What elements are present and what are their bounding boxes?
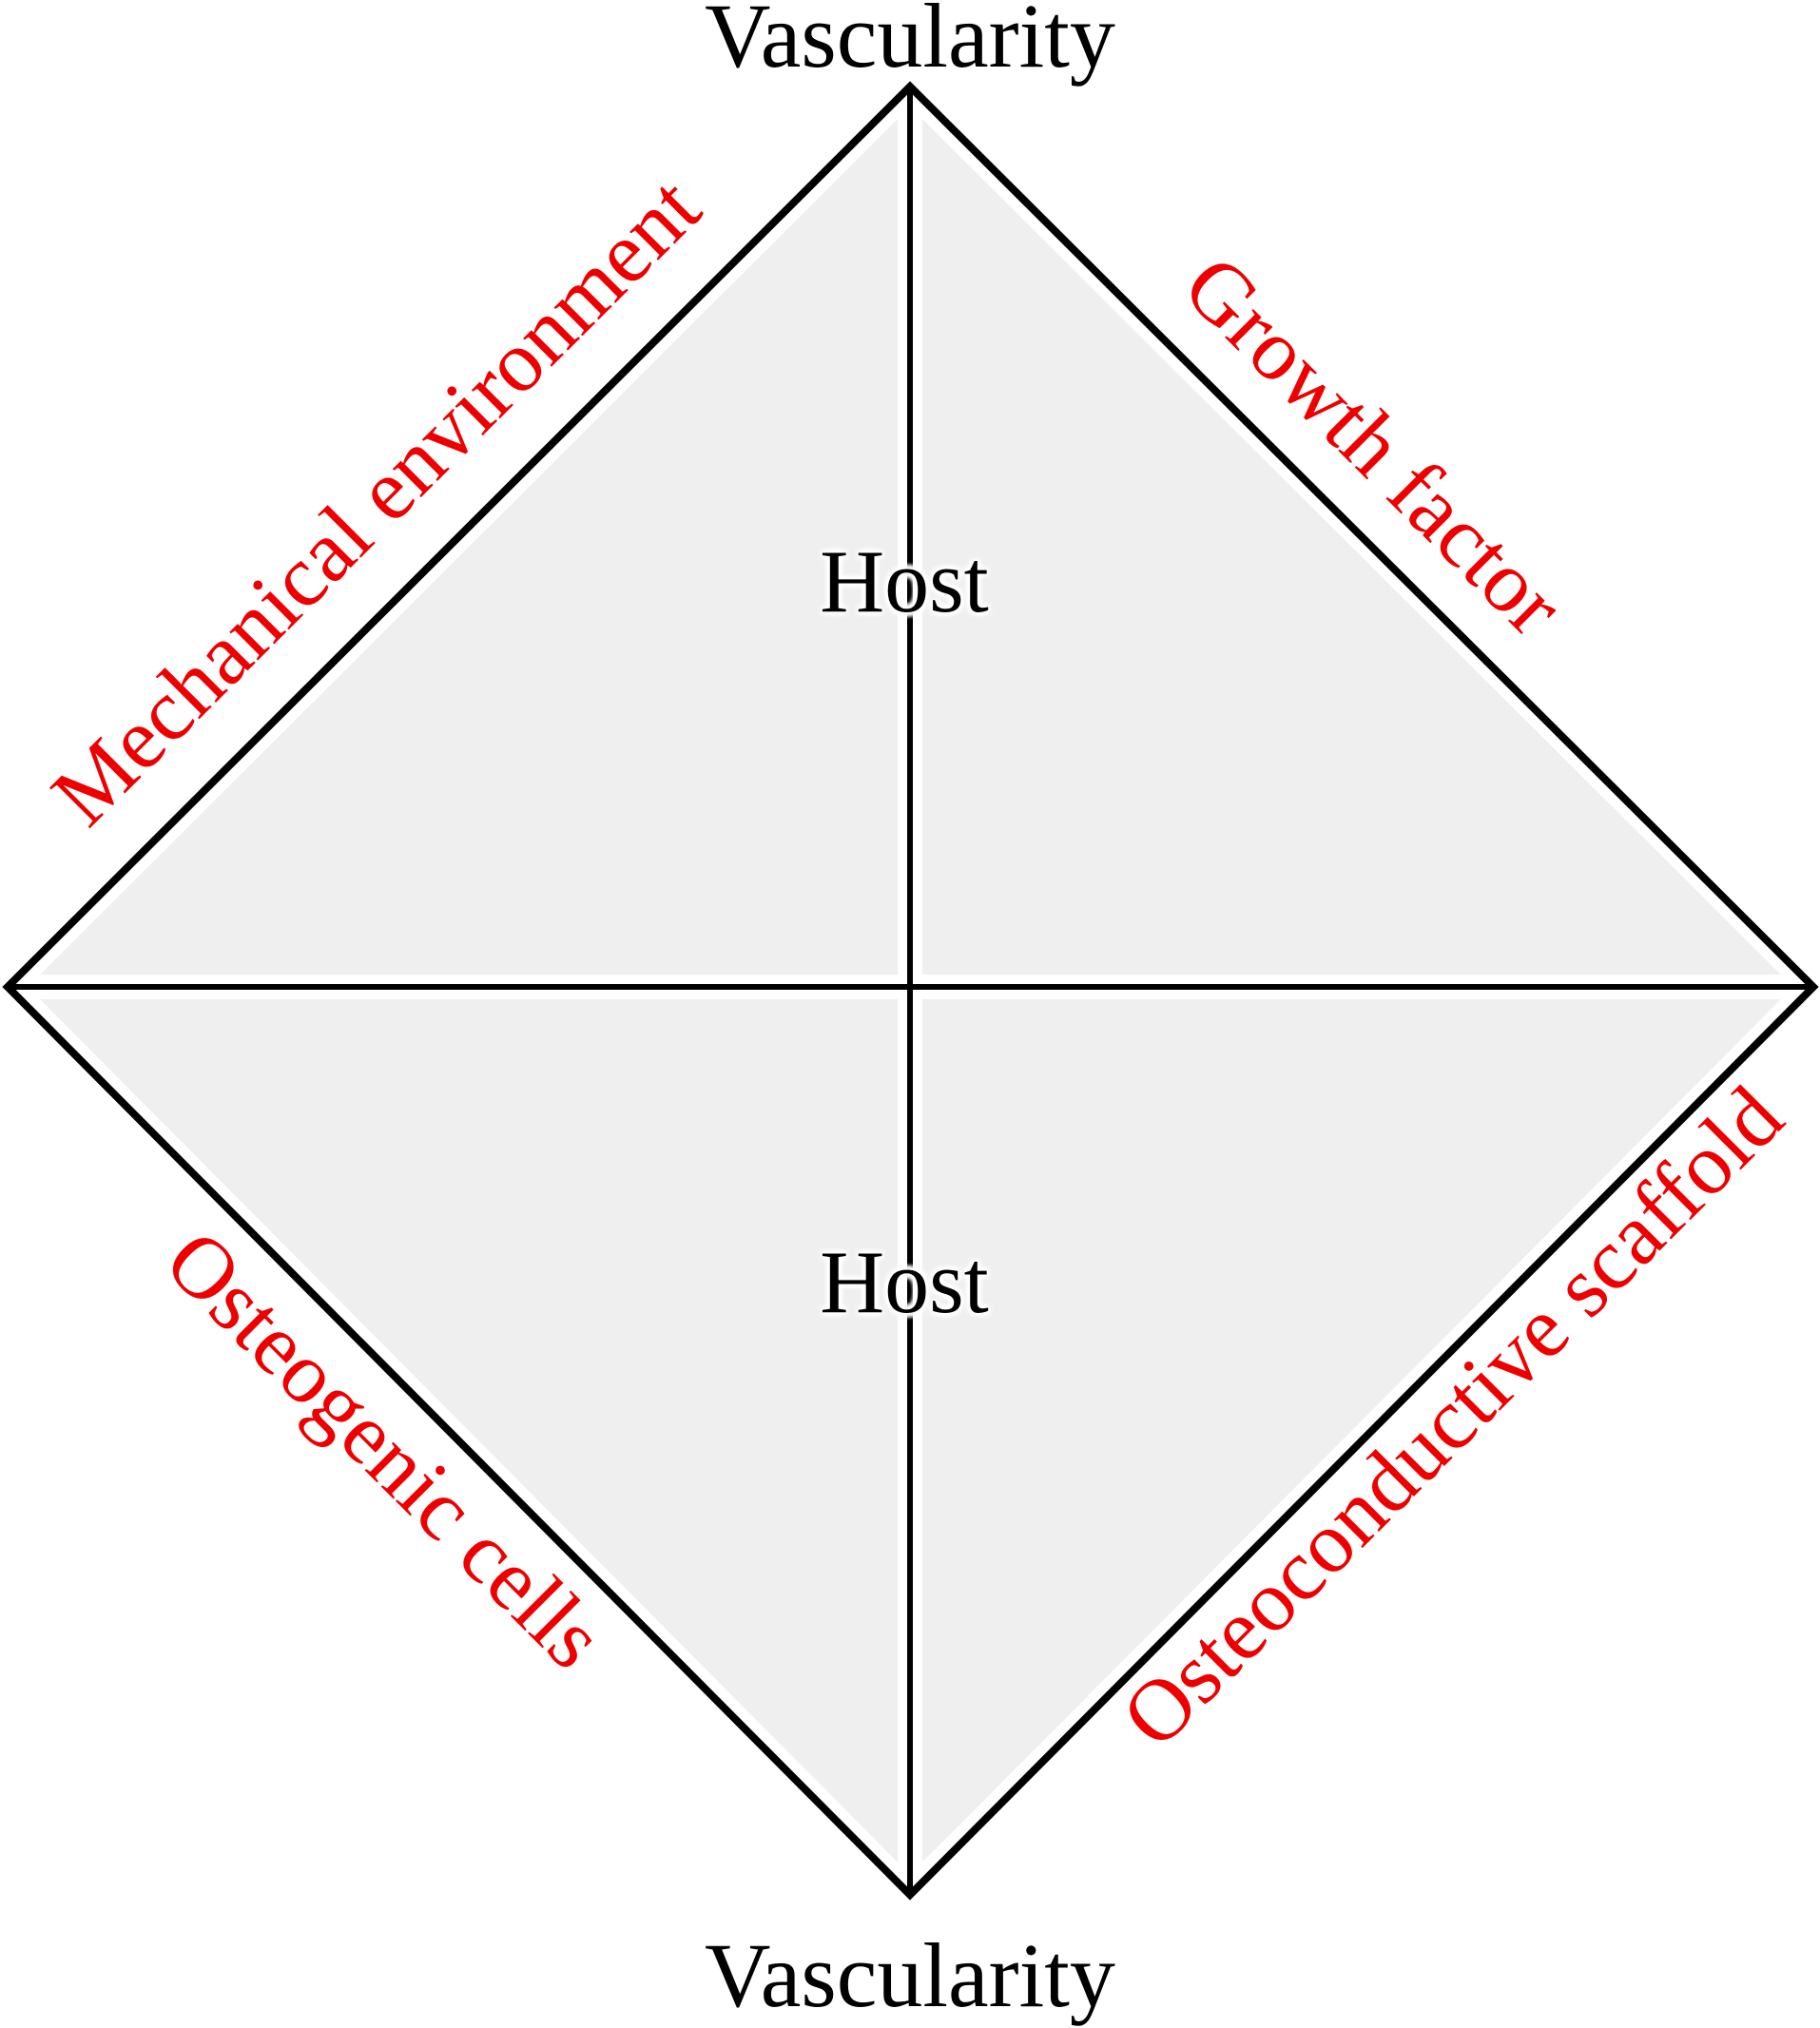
diamond-outline: [2, 81, 1819, 1901]
host-upper-label: Host: [820, 532, 989, 631]
vascularity-top-label: Vascularity: [705, 0, 1115, 87]
host-lower-label: Host: [820, 1233, 989, 1332]
vascularity-bottom-label: Vascularity: [705, 1924, 1115, 2026]
